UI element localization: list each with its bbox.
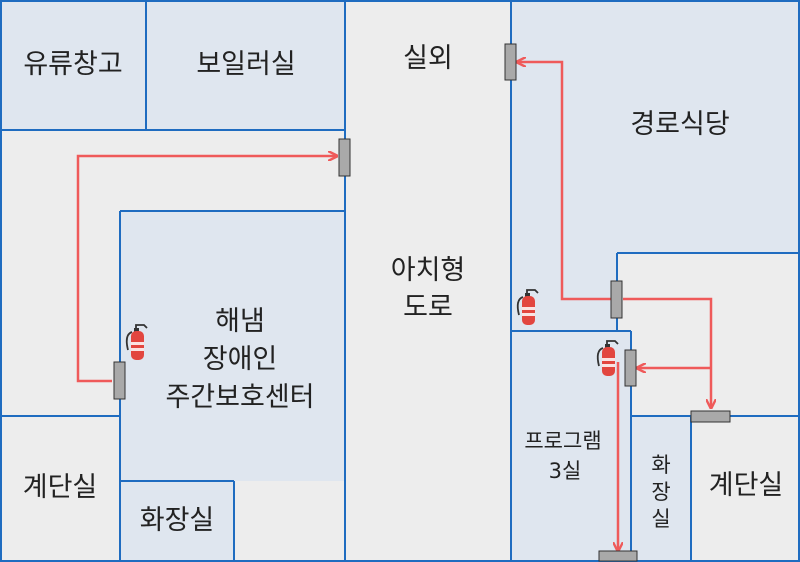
- doors: [113, 43, 731, 562]
- label-center-1: 해냄: [215, 306, 265, 337]
- label-toilet-left: 화장실: [140, 505, 215, 536]
- room-storage: [1, 1, 146, 130]
- door-stairs-right: [690, 410, 731, 423]
- door-corridor-top: [338, 138, 351, 177]
- label-dining: 경로식당: [630, 109, 729, 140]
- door-outdoor: [504, 43, 517, 81]
- label-storage: 유류창고: [23, 49, 122, 80]
- label-stairs-right: 계단실: [709, 470, 784, 501]
- label-center-2: 장애인: [203, 344, 278, 375]
- room-toilet-right: [631, 416, 691, 561]
- evacuation-routes: [76, 62, 711, 550]
- route-center-to-corridor: [76, 156, 336, 383]
- door-dining-extension: [610, 280, 623, 319]
- door-bottom-exit: [598, 550, 638, 562]
- route-corridor-to-stairs: [623, 297, 711, 407]
- label-program3-1: 프로그램: [524, 429, 601, 453]
- label-arch-road-2: 도로: [403, 292, 453, 323]
- door-program3: [624, 349, 637, 387]
- room-dining: [511, 1, 799, 253]
- label-program3-2: 3실: [549, 459, 582, 483]
- label-toilet-right-2: 장: [651, 480, 670, 504]
- label-center-3: 주간보호센터: [165, 382, 314, 413]
- label-toilet-right-3: 실: [651, 507, 670, 531]
- label-toilet-right-1: 화: [651, 453, 670, 477]
- label-stairs-left: 계단실: [23, 472, 98, 503]
- door-center: [113, 361, 126, 400]
- room-toilet-left: [120, 481, 234, 561]
- room-center: [120, 211, 345, 481]
- route-corridor-to-outdoor: [518, 62, 617, 301]
- label-arch-road-1: 아치형: [391, 255, 466, 286]
- label-outdoor: 실외: [403, 43, 453, 74]
- room-boiler: [146, 1, 345, 130]
- label-boiler: 보일러실: [196, 49, 295, 80]
